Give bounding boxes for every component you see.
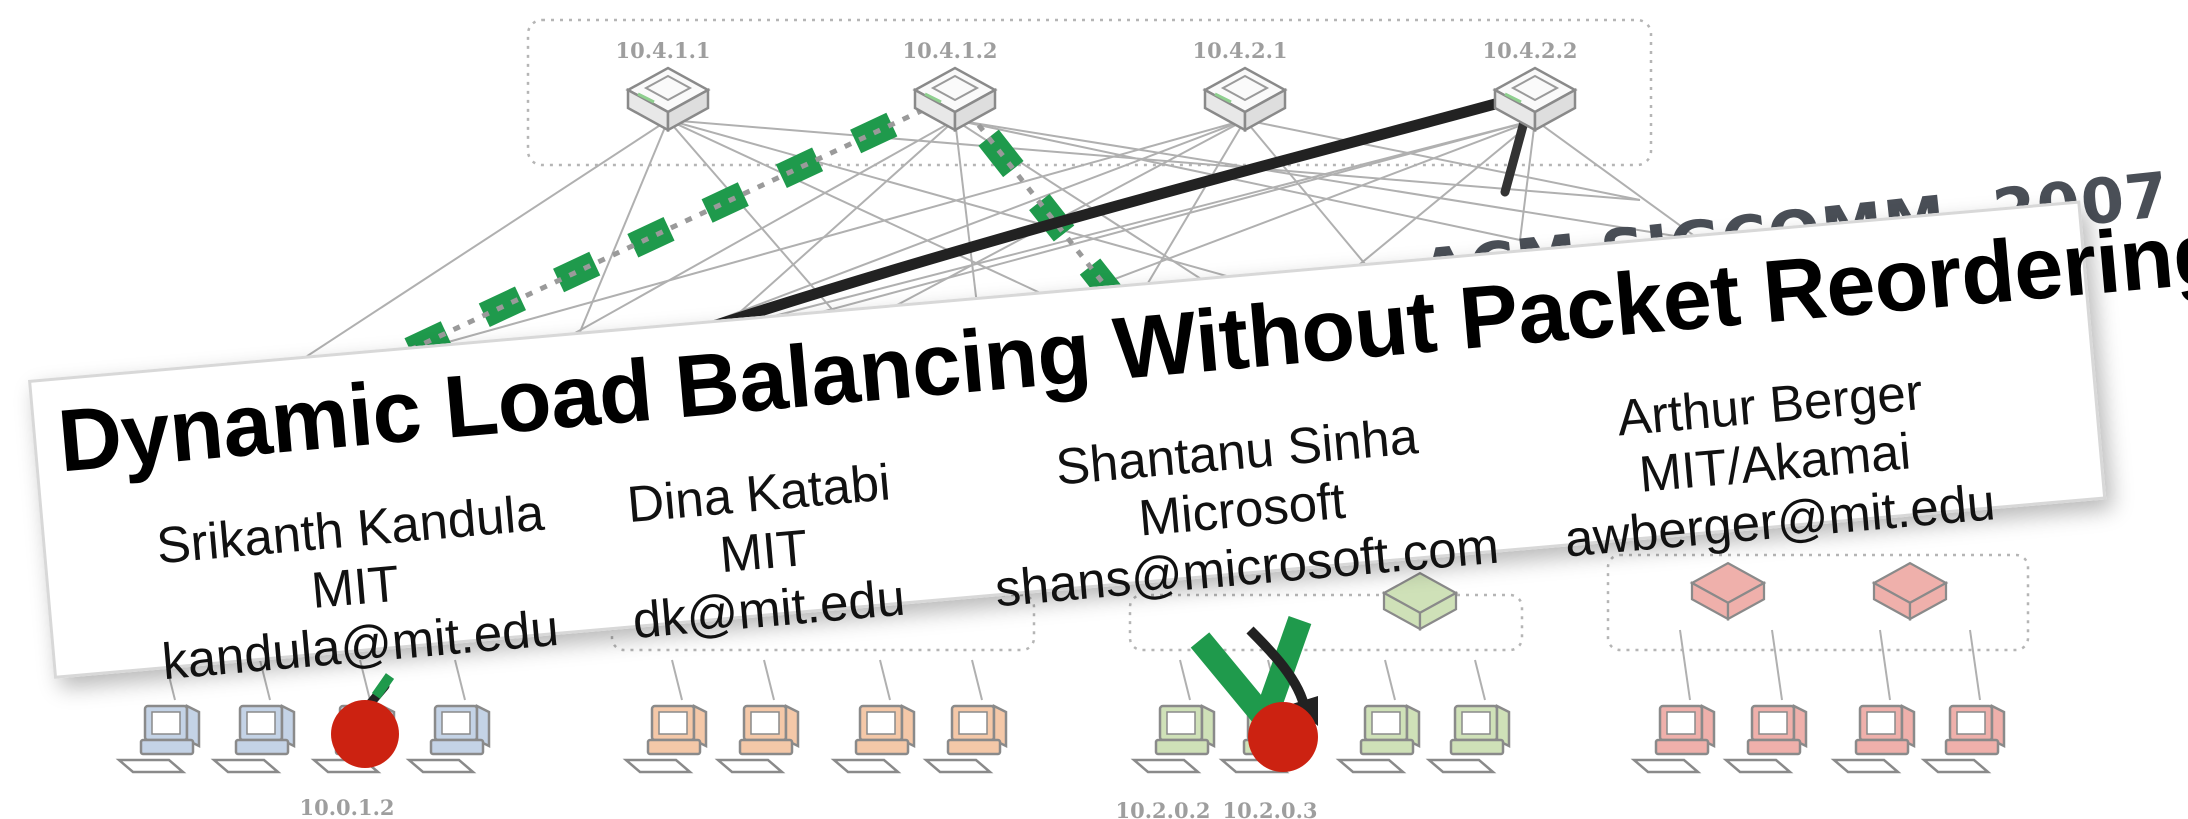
- host-label-dest-b: 10.2.0.3: [1223, 798, 1318, 819]
- host-uplink: [1969, 629, 1981, 701]
- host-uplink: [1384, 659, 1396, 701]
- host-computer-icon: [407, 704, 491, 774]
- flow-green-dest-a: [1190, 632, 1272, 723]
- host-uplink: [879, 659, 891, 701]
- pod3-box: [1128, 593, 1524, 652]
- network-link: [667, 119, 851, 331]
- network-link: [1244, 119, 1641, 201]
- host-label-source: 10.0.1.2: [300, 795, 395, 819]
- host-uplink: [1879, 629, 1891, 701]
- flow-path-dotted: [408, 91, 1142, 353]
- host-uplink: [1771, 629, 1783, 701]
- host-computer-icon: [924, 704, 1008, 774]
- host-computer-icon: [1632, 704, 1716, 774]
- host-computer-icon: [716, 704, 800, 774]
- host-uplink: [1179, 659, 1191, 701]
- core-switch-label: 10.4.1.2: [903, 38, 998, 63]
- destination-endpoint: [1248, 702, 1318, 772]
- flow-green-source: [371, 673, 395, 699]
- network-link: [1519, 119, 1536, 241]
- host-computer-icon: [1132, 704, 1216, 774]
- host-label-dest-a: 10.2.0.2: [1116, 798, 1211, 819]
- source-endpoint: [331, 700, 399, 768]
- core-switch-label: 10.4.1.1: [616, 38, 711, 63]
- host-computer-icon: [624, 704, 708, 774]
- network-link: [1534, 119, 1701, 241]
- host-uplink: [454, 659, 466, 701]
- host-computer-icon: [212, 704, 296, 774]
- host-computer-icon: [1724, 704, 1808, 774]
- host-computer-icon: [1427, 704, 1511, 774]
- author-2: Dina Katabi MIT dk@mit.edu: [597, 451, 931, 652]
- host-uplink: [259, 659, 271, 701]
- host-computer-icon: [1922, 704, 2006, 774]
- core-switch-label: 10.4.2.1: [1193, 38, 1288, 63]
- core-switch-icon: [913, 66, 997, 132]
- host-computer-icon: [832, 704, 916, 774]
- host-uplink: [763, 659, 775, 701]
- core-switch-icon: [1203, 66, 1287, 132]
- network-link: [719, 119, 1536, 331]
- host-uplink: [1474, 659, 1486, 701]
- core-switch-icon: [626, 66, 710, 132]
- core-switch-label: 10.4.2.2: [1483, 38, 1578, 63]
- network-link: [667, 119, 1641, 201]
- network-link: [239, 119, 669, 401]
- host-computer-icon: [1337, 704, 1421, 774]
- aggregation-switch-icon: [1871, 561, 1949, 621]
- aggregation-switch-icon: [1381, 571, 1459, 631]
- host-uplink: [1679, 629, 1691, 701]
- host-uplink: [971, 659, 983, 701]
- core-layer-box: [526, 18, 1653, 167]
- path-arrow: [634, 89, 1534, 356]
- host-uplink: [671, 659, 683, 701]
- host-computer-icon: [117, 704, 201, 774]
- network-link: [954, 119, 1701, 241]
- host-computer-icon: [1832, 704, 1916, 774]
- core-switch-icon: [1493, 66, 1577, 132]
- flow-black-dest: [1246, 626, 1310, 712]
- aggregation-switch-icon: [1689, 561, 1767, 621]
- network-link: [954, 119, 1521, 241]
- host-uplink: [359, 659, 371, 701]
- pod4-box: [1606, 553, 2030, 652]
- network-link: [719, 119, 956, 331]
